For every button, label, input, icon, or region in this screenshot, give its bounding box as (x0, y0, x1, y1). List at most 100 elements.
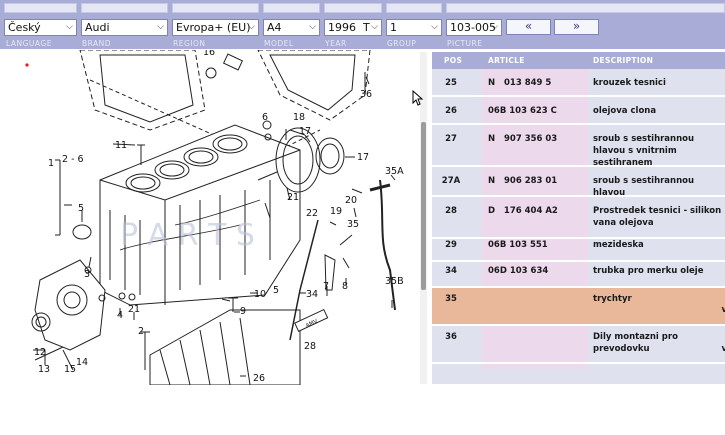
model-select[interactable]: A4 ⌵ (263, 19, 320, 36)
year-select-value: 1996 T (328, 21, 370, 34)
group-select-value: 1 (390, 21, 397, 34)
row-description: sroub s sestihrannou hlavou (593, 176, 695, 198)
svg-text:9: 9 (240, 306, 246, 317)
table-row[interactable]: 29 06B 103 551 mezideska (432, 239, 725, 265)
row-description: krouzek tesnici (593, 78, 666, 88)
row-divider (432, 237, 725, 239)
svg-text:3: 3 (84, 269, 90, 280)
row-article[interactable]: N 907 356 03 (488, 134, 558, 144)
diagram-scrollbar[interactable] (420, 52, 427, 384)
brand-select[interactable]: Audi ⌵ (81, 19, 168, 36)
svg-text:2 - 6: 2 - 6 (62, 154, 84, 165)
next-picture-button[interactable]: » (554, 19, 599, 35)
row-divider (432, 362, 725, 364)
brand-label: BRAND (82, 39, 112, 48)
svg-text:6: 6 (262, 112, 268, 123)
engine-block-drawing: P A R T S (25, 50, 404, 385)
top-box (386, 3, 442, 13)
language-label: LANGUAGE (6, 39, 52, 48)
row-article[interactable]: 06D 103 634 (488, 266, 549, 276)
sealant-tube-label: AMV (305, 319, 319, 330)
svg-text:19: 19 (330, 206, 342, 217)
svg-text:21: 21 (287, 192, 299, 203)
row-description: olejova clona (593, 106, 657, 116)
region-select[interactable]: Evropa+ (EU) ⌵ (172, 19, 259, 36)
svg-text:18: 18 (293, 112, 305, 123)
svg-text:13: 13 (38, 364, 50, 375)
svg-text:5: 5 (78, 203, 84, 214)
row-article[interactable]: N 906 283 01 (488, 176, 558, 186)
row-variant-marker: v (721, 344, 725, 354)
top-box (4, 3, 77, 13)
row-description: mezideska (593, 240, 644, 250)
svg-text:35B: 35B (385, 276, 404, 287)
parts-table: POS ARTICLE DESCRIPTION 25 N 013 849 5 k… (432, 52, 725, 384)
row-divider (432, 260, 725, 262)
chevron-down-icon: ⌵ (371, 22, 378, 32)
svg-text:P A R T S: P A R T S (120, 218, 255, 253)
table-row[interactable]: 27A N 906 283 01 sroub s sestihrannou hl… (432, 167, 725, 198)
top-box (446, 3, 725, 13)
region-select-value: Evropa+ (EU) (176, 21, 251, 34)
chevron-down-icon: ⌵ (66, 22, 73, 32)
parts-diagram[interactable]: P A R T S (0, 50, 428, 385)
chevron-down-icon: ⌵ (157, 22, 164, 32)
svg-text:7: 7 (323, 281, 329, 292)
row-divider (432, 95, 725, 97)
svg-text:28: 28 (304, 341, 316, 352)
top-box (263, 3, 320, 13)
svg-text:35A: 35A (385, 166, 404, 177)
language-select[interactable]: Český ⌵ (4, 19, 77, 36)
table-row[interactable]: 34 06D 103 634 trubka pro merku oleje (432, 262, 725, 286)
svg-text:11: 11 (115, 140, 127, 151)
chevron-down-icon: ⌵ (431, 22, 438, 32)
row-description: sroub s sestihrannou hlavou s vnitrnim s… (593, 134, 695, 168)
svg-text:14: 14 (76, 357, 88, 368)
year-label: YEAR (325, 39, 347, 48)
svg-text:21: 21 (128, 304, 140, 315)
top-box (172, 3, 259, 13)
row-article[interactable]: D 176 404 A2 (488, 206, 558, 216)
table-row-selected[interactable]: 35 trychtyr v (432, 288, 725, 324)
svg-text:12: 12 (34, 347, 46, 358)
svg-text:8: 8 (342, 281, 348, 292)
chevron-down-icon: ⌵ (491, 22, 498, 32)
previous-picture-button[interactable]: « (506, 19, 551, 35)
picture-select[interactable]: 103-005 ⌵ (446, 19, 502, 36)
row-article[interactable]: 06B 103 551 (488, 240, 548, 250)
table-row[interactable]: 28 D 176 404 A2 Prostredek tesnici - sil… (432, 197, 725, 237)
svg-text:5: 5 (273, 285, 279, 296)
row-divider (432, 195, 725, 197)
svg-text:16: 16 (203, 50, 215, 58)
svg-text:26: 26 (253, 373, 265, 384)
table-header: POS ARTICLE DESCRIPTION (432, 52, 725, 69)
model-select-value: A4 (267, 21, 282, 34)
row-pos: 27 (445, 134, 457, 144)
row-pos: 34 (445, 266, 457, 276)
svg-text:36: 36 (360, 89, 372, 100)
table-row[interactable]: 25 N 013 849 5 krouzek tesnici (432, 69, 725, 95)
picture-label: PICTURE (447, 39, 483, 48)
top-tab-strip (0, 0, 725, 17)
svg-text:2: 2 (138, 326, 144, 337)
svg-text:20: 20 (345, 195, 357, 206)
row-description: Prostredek tesnici - silikon vana olejov… (593, 206, 722, 228)
chevron-down-icon: ⌵ (309, 22, 316, 32)
row-pos: 28 (445, 206, 457, 216)
column-header-description: DESCRIPTION (593, 56, 654, 65)
row-pos: 35 (445, 294, 457, 304)
table-row[interactable]: 27 N 907 356 03 sroub s sestihrannou hla… (432, 125, 725, 168)
group-select[interactable]: 1 ⌵ (386, 19, 442, 36)
table-row[interactable]: 36 Dily montazni pro prevodovku v (432, 326, 725, 362)
svg-text:34: 34 (306, 289, 318, 300)
svg-text:22: 22 (306, 208, 318, 219)
group-label: GROUP (387, 39, 417, 48)
svg-text:1: 1 (48, 158, 54, 169)
svg-text:10: 10 (254, 289, 266, 300)
table-row[interactable]: 26 06B 103 623 C olejova clona (432, 97, 725, 123)
year-select[interactable]: 1996 T ⌵ (324, 19, 382, 36)
scrollbar-thumb[interactable] (421, 122, 426, 290)
row-pos: 25 (445, 78, 457, 88)
row-article[interactable]: N 013 849 5 (488, 78, 552, 88)
row-article[interactable]: 06B 103 623 C (488, 106, 557, 116)
